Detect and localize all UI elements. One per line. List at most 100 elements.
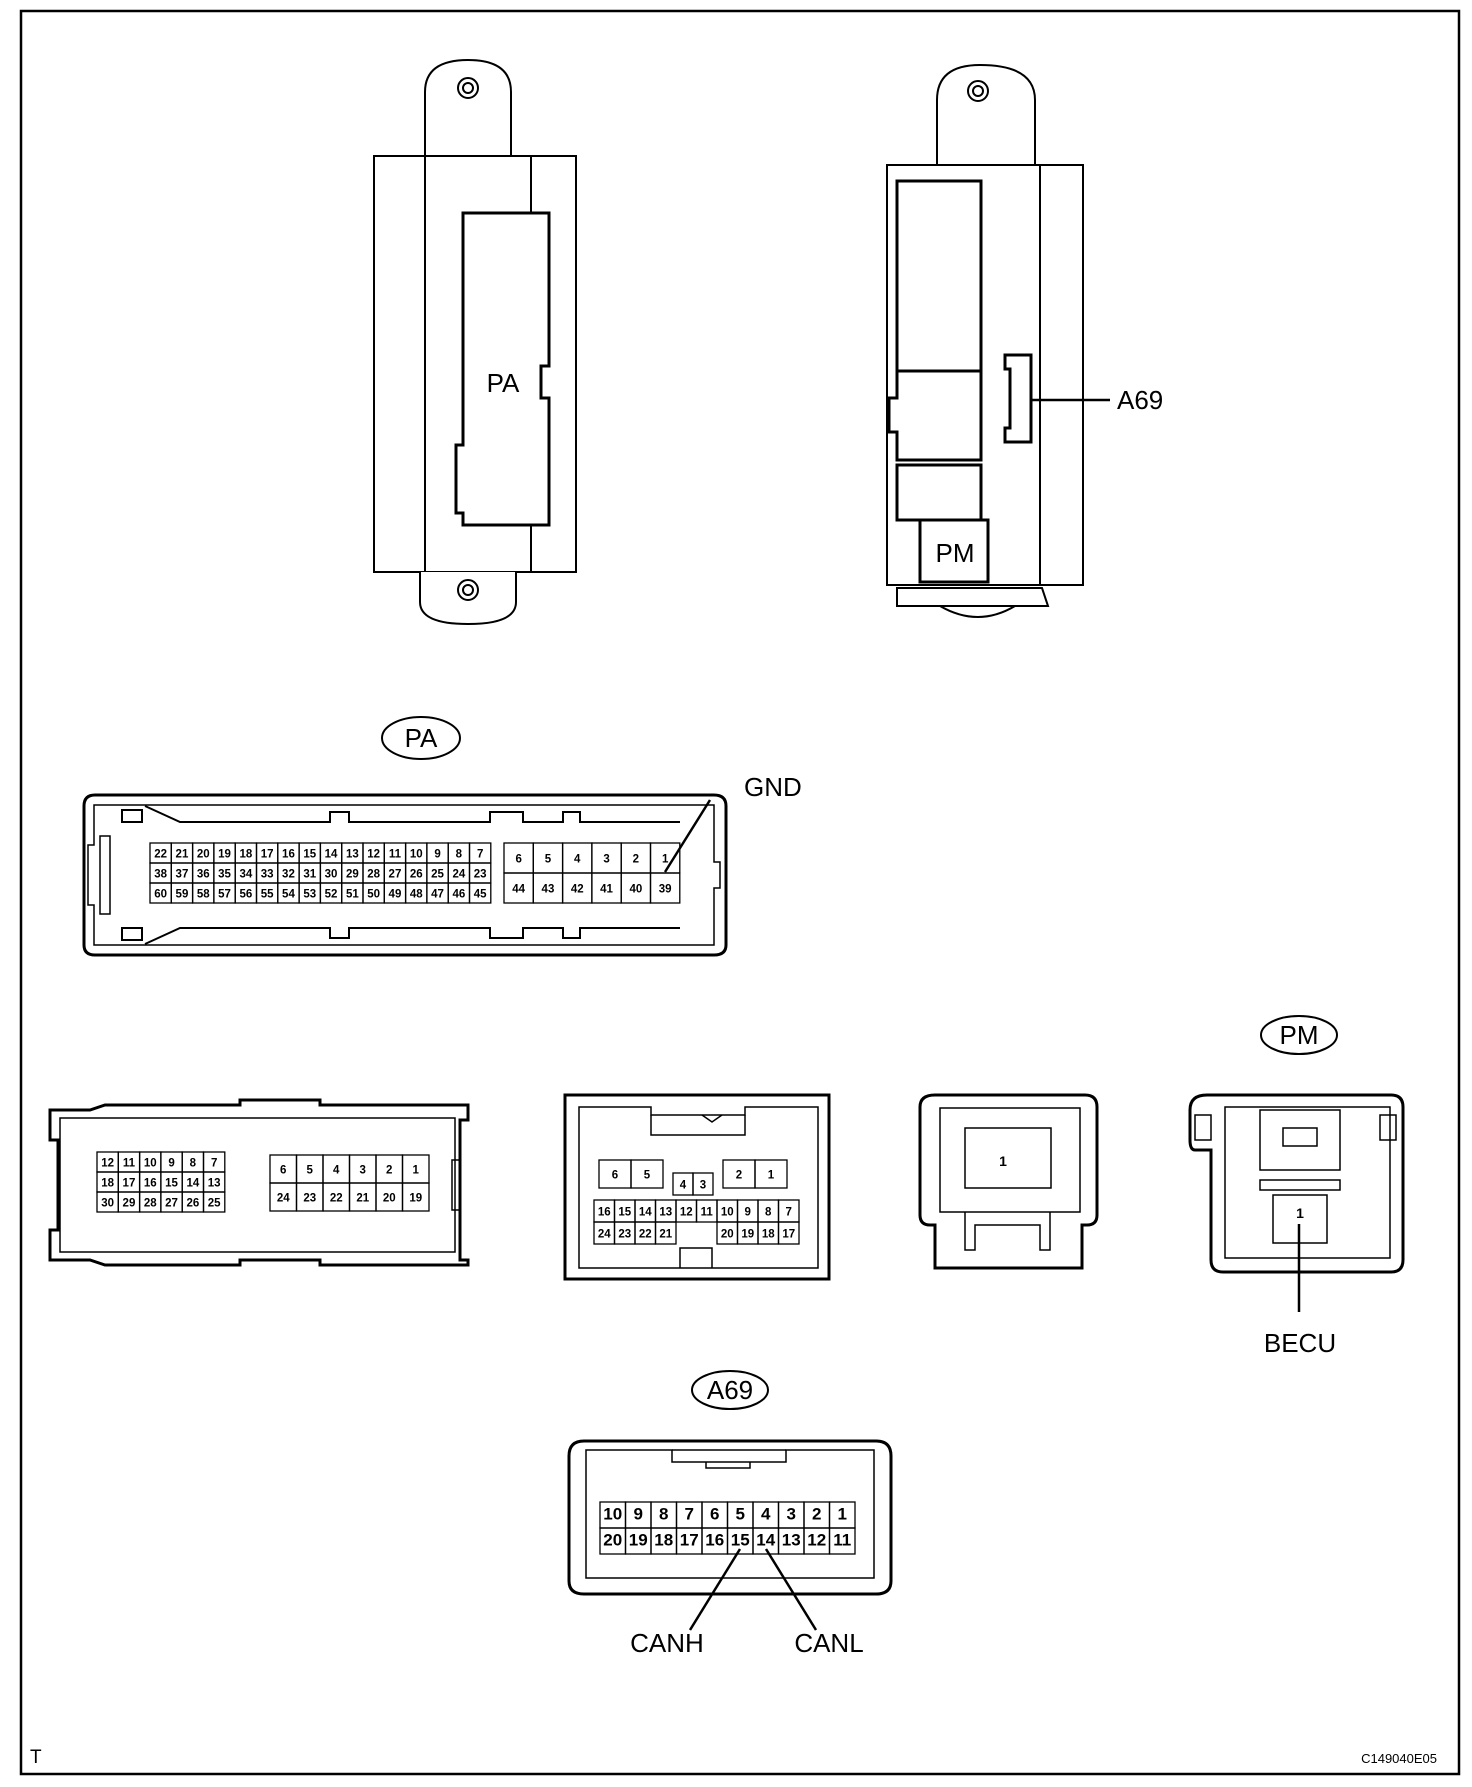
connector-24pin-pin: 17	[782, 1229, 795, 1241]
connector-24pin-pin: 20	[721, 1229, 734, 1241]
pa-pin: 46	[452, 889, 465, 901]
connector-30pin-pin: 27	[165, 1198, 178, 1210]
left-ecu-body	[373, 58, 577, 626]
connector-24pin-pin: 8	[765, 1207, 772, 1219]
connector-24pin-pin-cell	[692, 1172, 714, 1196]
connector-30pin-pin: 10	[144, 1158, 157, 1170]
connector-24pin-pin: 14	[639, 1207, 652, 1219]
pa-pin: 5	[545, 854, 552, 866]
pa-pin: 7	[477, 849, 483, 861]
relay-block-upper	[895, 179, 983, 373]
pa-pin: 49	[389, 889, 402, 901]
pa-pin: 37	[176, 869, 189, 881]
a69-pin: 8	[659, 1505, 668, 1524]
connector-24pin-pin: 3	[700, 1180, 706, 1192]
right-ecu-body	[886, 63, 1110, 618]
pa-connector-title: PA	[405, 723, 438, 753]
pa-pin: 27	[389, 869, 402, 881]
a69-pin: 10	[603, 1505, 622, 1524]
pa-pin: 36	[197, 869, 210, 881]
pa-pin: 55	[261, 889, 274, 901]
pm-connector-title: PM	[1280, 1020, 1319, 1050]
canl-label: CANL	[794, 1628, 863, 1658]
pa-pin: 9	[434, 849, 440, 861]
a69-pin: 17	[680, 1531, 699, 1550]
a69-callout-label: A69	[1117, 385, 1163, 415]
connector-24pin-pin-cell	[754, 1159, 788, 1189]
connector-24pin-pin-cell	[630, 1159, 664, 1189]
becu-label: BECU	[1264, 1328, 1336, 1358]
connector-30pin-pin: 4	[333, 1165, 340, 1177]
connector-30pin-pin: 20	[383, 1193, 396, 1205]
connector-24pin-pin: 18	[762, 1229, 775, 1241]
pa-pin: 23	[474, 869, 487, 881]
connector-30pin-pin: 25	[208, 1198, 221, 1210]
connector-30pin-pin: 17	[123, 1178, 136, 1190]
connector-24pin-pin: 7	[786, 1207, 792, 1219]
connector-24pin-pin: 15	[618, 1207, 631, 1219]
pa-pin-cell	[468, 882, 492, 904]
connector-24pin-pin: 9	[745, 1207, 751, 1219]
pa-pin: 11	[389, 849, 402, 861]
a69-pin: 13	[782, 1531, 801, 1550]
canh-leader	[688, 1548, 742, 1631]
pa-pin: 31	[303, 869, 316, 881]
pa-pin: 43	[542, 884, 555, 896]
connector-30pin-pin: 28	[144, 1198, 157, 1210]
connector-24pin-pin-cell	[777, 1221, 800, 1245]
pa-pin: 39	[659, 884, 672, 896]
connector-24pin-pin: 10	[721, 1207, 734, 1219]
connector-30pin-pin: 29	[123, 1198, 136, 1210]
a69-pin: 16	[705, 1531, 724, 1550]
a69-pin: 11	[833, 1531, 851, 1550]
a69-pin-cell	[828, 1527, 856, 1555]
a69-pin: 14	[756, 1531, 775, 1550]
pa-pin: 45	[474, 889, 487, 901]
connector-30pin-pin: 11	[123, 1158, 136, 1170]
connector-30pin-pin: 23	[303, 1193, 316, 1205]
pm-pin: 1	[1296, 1205, 1304, 1221]
connector-30pin-pin: 30	[101, 1198, 114, 1210]
pa-pin: 40	[629, 884, 642, 896]
pa-pin: 44	[512, 884, 525, 896]
pa-pin: 3	[603, 854, 609, 866]
pa-pin: 29	[346, 869, 359, 881]
connector-30pin-pin: 22	[330, 1193, 343, 1205]
connector-24pin-pin-cell	[654, 1221, 677, 1245]
pa-pin: 41	[600, 884, 613, 896]
pa-pin: 26	[410, 869, 423, 881]
connector-30pin-pin: 6	[280, 1165, 286, 1177]
connector-30pin-pin-cell	[202, 1191, 226, 1213]
a69-pin: 12	[807, 1531, 826, 1550]
gnd-leader	[663, 799, 712, 873]
connector-30pin-pin: 8	[190, 1158, 197, 1170]
connector-24pin-pin: 12	[680, 1207, 693, 1219]
pa-pin: 21	[176, 849, 189, 861]
a69-connector-socket	[1003, 353, 1033, 444]
pa-pin-cell	[649, 872, 681, 904]
a69-pin: 6	[710, 1505, 719, 1524]
connector-30pin-pin-cell	[401, 1182, 430, 1212]
pa-pin: 6	[515, 854, 521, 866]
connector-24pin-pin: 19	[741, 1229, 754, 1241]
connector-30pin-pin: 26	[186, 1198, 199, 1210]
connector-30pin-pin: 2	[386, 1165, 392, 1177]
footer-left-code: T	[30, 1747, 42, 1768]
pa-pin: 16	[282, 849, 295, 861]
a69-pin: 7	[685, 1505, 694, 1524]
pa-pin: 35	[218, 869, 231, 881]
pa-pin: 32	[282, 869, 295, 881]
connector-30pin-pin: 21	[356, 1193, 369, 1205]
connector-24pin-pin: 23	[618, 1229, 631, 1241]
a69-pin: 20	[603, 1531, 622, 1550]
pm-connector-socket	[918, 518, 990, 584]
connector-30pin-pin: 13	[208, 1178, 221, 1190]
pa-connector	[82, 716, 728, 957]
pa-pin: 48	[410, 889, 423, 901]
connector-24pin-pin: 1	[768, 1170, 775, 1182]
pa-pin: 13	[346, 849, 359, 861]
